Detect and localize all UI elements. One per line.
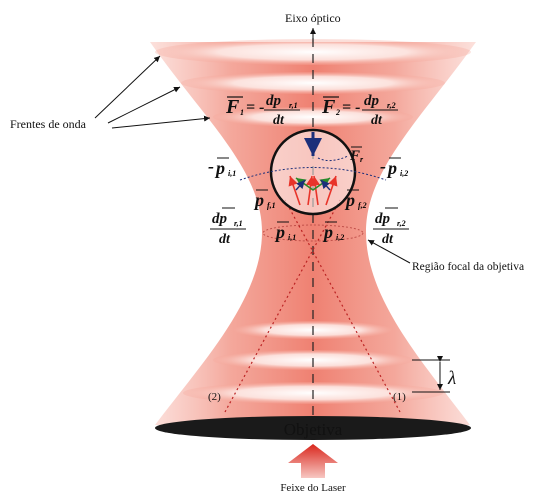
- momentum-vectors: [288, 175, 338, 206]
- ray-label-2: (2): [208, 391, 221, 403]
- svg-text:-: -: [380, 156, 386, 176]
- scattering-dotted-arc: [239, 167, 387, 181]
- wavefront-ring: [262, 224, 364, 242]
- svg-text:r,2: r,2: [397, 219, 406, 228]
- wavefronts: [155, 39, 471, 404]
- ray-lines: [224, 199, 401, 413]
- svg-text:= -: = -: [246, 99, 264, 116]
- svg-text:r,1: r,1: [289, 101, 298, 110]
- force-1-equation: F 1 = - dp r,1 dt: [225, 93, 300, 128]
- svg-text:F: F: [225, 96, 240, 118]
- svg-text:dp: dp: [375, 211, 391, 227]
- neg-p-i1-label: - p i,1: [208, 156, 236, 178]
- svg-text:i,2: i,2: [336, 233, 344, 242]
- svg-text:r,2: r,2: [387, 101, 396, 110]
- focal-region-pointer: [367, 239, 411, 264]
- svg-text:dp: dp: [364, 93, 380, 109]
- wavefront-ring: [155, 39, 471, 65]
- laser-input-arrow: [288, 444, 338, 478]
- svg-text:F: F: [349, 148, 360, 164]
- wavefront-pointers: [94, 55, 211, 129]
- wavefront-ring: [213, 107, 413, 127]
- p-i1-label: p i,1: [274, 221, 296, 242]
- svg-text:dt: dt: [371, 113, 383, 128]
- svg-text:f,2: f,2: [358, 201, 367, 210]
- svg-text:p: p: [253, 190, 264, 210]
- wavelength-marker: [412, 356, 450, 393]
- svg-text:dt: dt: [219, 232, 231, 247]
- focal-region-label: Região focal da objetiva: [412, 261, 524, 273]
- svg-text:r,1: r,1: [234, 219, 243, 228]
- svg-text:p: p: [214, 158, 225, 178]
- svg-text:F: F: [321, 96, 336, 118]
- dp-r2-label: dp r,2 dt: [373, 207, 409, 247]
- svg-text:dp: dp: [212, 211, 228, 227]
- force-2-equation: F 2 = - dp r,2 dt: [321, 93, 398, 128]
- net-force-label: F r: [349, 146, 364, 164]
- net-force-curve: [317, 155, 349, 162]
- svg-text:i,1: i,1: [288, 233, 296, 242]
- svg-text:i,2: i,2: [400, 169, 408, 178]
- svg-text:p: p: [274, 222, 285, 242]
- objective-lens: [155, 416, 471, 440]
- svg-text:dt: dt: [273, 113, 285, 128]
- ray-label-1: (1): [393, 391, 406, 403]
- svg-text:p: p: [322, 222, 333, 242]
- p-f2-label: p f,2: [344, 189, 367, 210]
- svg-text:dp: dp: [266, 93, 282, 109]
- svg-text:p: p: [386, 158, 397, 178]
- svg-text:-: -: [208, 156, 214, 176]
- svg-text:dt: dt: [382, 232, 394, 247]
- svg-text:i,1: i,1: [228, 169, 236, 178]
- wavelength-label: λ: [447, 368, 456, 389]
- optical-axis-label: Eixo óptico: [285, 11, 341, 25]
- wavefronts-label: Frentes de onda: [10, 117, 87, 131]
- laser-beam-label: Feixe do Laser: [280, 482, 346, 494]
- svg-text:= -: = -: [342, 99, 360, 116]
- svg-text:1: 1: [240, 108, 244, 117]
- svg-text:f,1: f,1: [267, 201, 276, 210]
- neg-p-i2-label: - p i,2: [380, 156, 408, 178]
- svg-text:r: r: [360, 155, 364, 164]
- dp-r1-label: dp r,1 dt: [210, 207, 246, 247]
- wavefront-ring: [181, 72, 445, 94]
- svg-text:p: p: [344, 190, 355, 210]
- svg-text:2: 2: [335, 108, 340, 117]
- p-f1-label: p f,1: [253, 189, 276, 210]
- p-i2-label: p i,2: [322, 221, 344, 242]
- objective-label: Objetiva: [284, 420, 343, 439]
